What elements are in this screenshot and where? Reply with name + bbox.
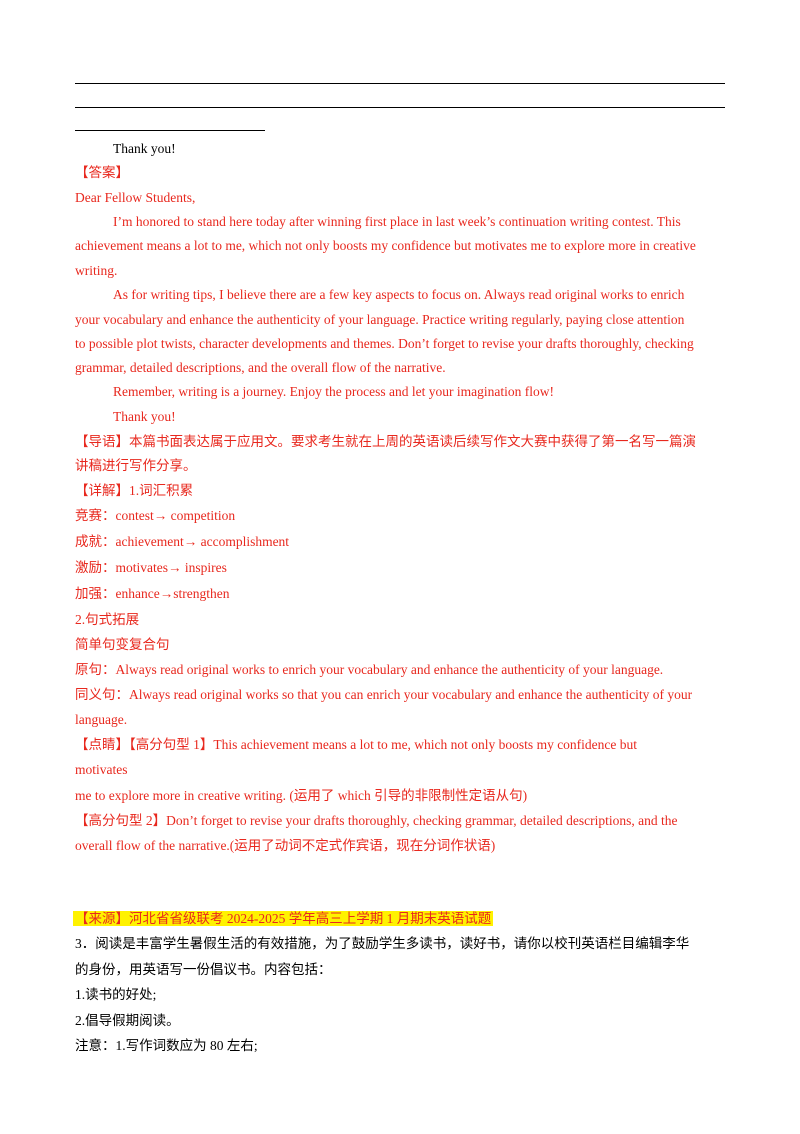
simple-to-complex-heading: 简单句变复合句 xyxy=(75,637,170,652)
original-sentence: 原句：Always read original works to enrich … xyxy=(75,662,664,677)
letter-paragraph-2-line-4: grammar, detailed descriptions, and the … xyxy=(75,360,446,375)
letter-paragraph-2-line-2: your vocabulary and enhance the authenti… xyxy=(75,312,685,327)
answer-blank-line-1 xyxy=(75,83,725,84)
answer-blank-line-3 xyxy=(75,130,265,131)
highlight-2-line-1: 【高分句型 2】Don’t forget to revise your draf… xyxy=(75,813,678,828)
vocab-item: 激励：motivates→ inspires xyxy=(75,560,227,575)
guide-line-1: 【导语】本篇书面表达属于应用文。要求考生就在上周的英语读后续写作文大赛中获得了第… xyxy=(75,434,696,449)
highlight-1-line-1: 【点睛】【高分句型 1】This achievement means a lot… xyxy=(75,737,638,752)
vocab-item: 加强：enhance→strengthen xyxy=(75,586,230,601)
letter-salutation: Dear Fellow Students, xyxy=(75,190,196,205)
letter-paragraph-3: Remember, writing is a journey. Enjoy th… xyxy=(113,384,554,399)
letter-closing: Thank you! xyxy=(113,409,176,424)
detail-header: 【详解】1.词汇积累 xyxy=(75,483,194,498)
highlight-2-line-2: overall flow of the narrative.(运用了动词不定式作… xyxy=(75,838,496,853)
question-3-line-1: 3．阅读是丰富学生暑假生活的有效措施，为了鼓励学生多读书，读好书，请你以校刊英语… xyxy=(75,936,690,951)
source-highlight: 【来源】河北省省级联考 2024-2025 学年高三上学期 1 月期末英语试题 xyxy=(73,911,494,926)
question-3-note: 注意：1.写作词数应为 80 左右; xyxy=(75,1038,258,1053)
synonym-sentence-line-1: 同义句：Always read original works so that y… xyxy=(75,687,693,702)
letter-paragraph-1-line-1: I’m honored to stand here today after wi… xyxy=(113,214,681,229)
answer-label: 【答案】 xyxy=(75,165,129,180)
letter-paragraph-1-line-2: achievement means a lot to me, which not… xyxy=(75,238,696,253)
source-line: 【来源】河北省省级联考 2024-2025 学年高三上学期 1 月期末英语试题 xyxy=(73,909,494,929)
vocab-item: 竞赛：contest→ competition xyxy=(75,508,236,523)
question-3-item-2: 2.倡导假期阅读。 xyxy=(75,1013,180,1028)
question-3-item-1: 1.读书的好处; xyxy=(75,987,157,1002)
question-3-line-2: 的身份，用英语写一份倡议书。内容包括： xyxy=(75,962,332,977)
vocab-item: 成就：achievement→ accomplishment xyxy=(75,534,290,549)
guide-line-2: 讲稿进行写作分享。 xyxy=(75,458,197,473)
section-2-heading: 2.句式拓展 xyxy=(75,612,140,627)
letter-paragraph-1-line-3: writing. xyxy=(75,263,118,278)
highlight-1-line-2: motivates xyxy=(75,762,128,777)
answer-blank-line-2 xyxy=(75,107,725,108)
highlight-1-line-3: me to explore more in creative writing. … xyxy=(75,788,528,803)
synonym-sentence-line-2: language. xyxy=(75,712,128,727)
letter-paragraph-2-line-1: As for writing tips, I believe there are… xyxy=(113,287,685,302)
thanks-line: Thank you! xyxy=(113,141,176,156)
letter-paragraph-2-line-3: to possible plot twists, character devel… xyxy=(75,336,694,351)
